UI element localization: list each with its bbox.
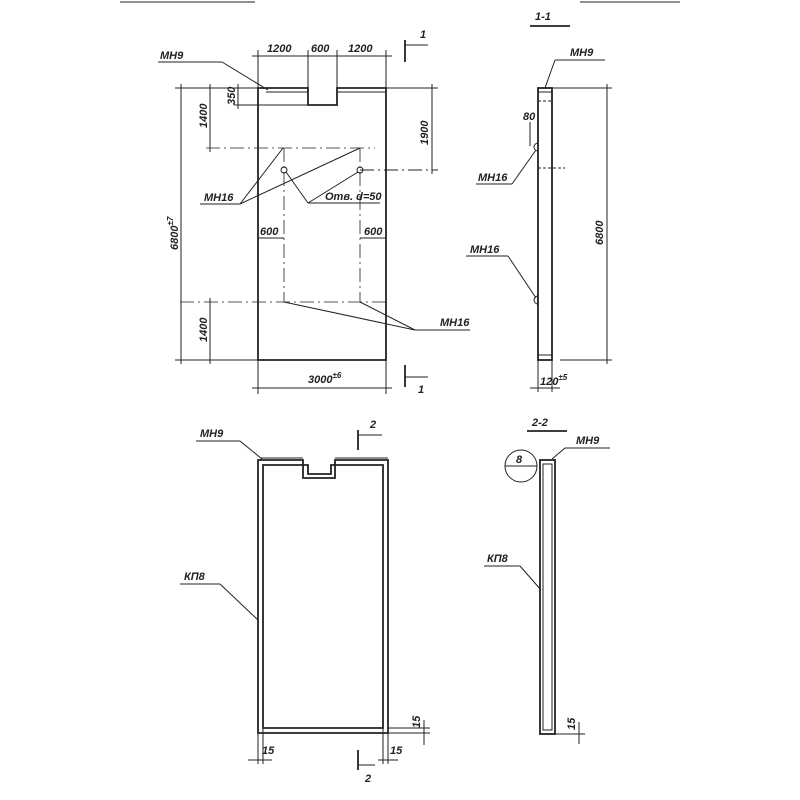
label-mn9: МН9 bbox=[160, 50, 184, 62]
mn16-loop-icon bbox=[533, 142, 539, 152]
section-2-2: 2-2 8 МН9 КП8 15 bbox=[484, 417, 610, 744]
dim-350: 350 bbox=[226, 86, 238, 105]
dim-1900: 1900 bbox=[419, 120, 431, 145]
section-mark-2-bottom-label: 2 bbox=[364, 773, 371, 785]
section-1-1-title: 1-1 bbox=[535, 11, 551, 23]
plan-view: 1200 600 1200 1 6800±7 1400 350 1400 190… bbox=[158, 29, 470, 396]
label-kp8: КП8 bbox=[184, 571, 206, 583]
dim-thickness: 120±5 bbox=[540, 373, 568, 388]
reinforcement-view: МН9 КП8 2 2 15 15 15 bbox=[180, 419, 430, 785]
mn16-loop-icon bbox=[533, 295, 539, 305]
label-hole: Отв. d=50 bbox=[325, 191, 382, 203]
dim-top-1: 1200 bbox=[267, 43, 292, 55]
label-mn16-upper: МН16 bbox=[204, 192, 234, 204]
dim-15-left: 15 bbox=[262, 745, 275, 757]
dim-top-2: 600 bbox=[311, 43, 330, 55]
section-mark-1-top-label: 1 bbox=[420, 29, 426, 41]
section-outline bbox=[539, 459, 556, 735]
callout-8: 8 bbox=[516, 454, 523, 466]
dim-upper-1400: 1400 bbox=[198, 103, 210, 128]
dim-600-left: 600 bbox=[260, 226, 279, 238]
dim-height: 6800 bbox=[594, 220, 606, 245]
section-1-1: 1-1 МН9 80 МН16 МН16 6800 120±5 bbox=[466, 11, 612, 392]
dim-top-3: 1200 bbox=[348, 43, 373, 55]
section-mark-2-top-label: 2 bbox=[369, 419, 376, 431]
section-2-2-title: 2-2 bbox=[531, 417, 548, 429]
dim-lower-1400: 1400 bbox=[198, 317, 210, 342]
label-kp8: КП8 bbox=[487, 553, 509, 565]
dim-15-bottom: 15 bbox=[411, 715, 423, 728]
dim-600-right: 600 bbox=[364, 226, 383, 238]
dim-80: 80 bbox=[523, 111, 536, 123]
kp8-cage-inner bbox=[262, 464, 384, 729]
label-mn9: МН9 bbox=[570, 47, 594, 59]
section-outline bbox=[537, 87, 553, 361]
dim-width: 3000±6 bbox=[308, 371, 342, 386]
section-mark-1-bottom-label: 1 bbox=[418, 384, 424, 396]
label-mn16-lower: МН16 bbox=[440, 317, 470, 329]
label-mn16-lower: МН16 bbox=[470, 244, 500, 256]
dim-15: 15 bbox=[566, 717, 578, 730]
dim-height: 6800±7 bbox=[166, 216, 181, 250]
dim-15-right: 15 bbox=[390, 745, 403, 757]
label-mn9: МН9 bbox=[576, 435, 600, 447]
label-mn9: МН9 bbox=[200, 428, 224, 440]
kp8-cage-outer bbox=[257, 459, 389, 734]
hole-icon bbox=[356, 166, 364, 174]
hole-icon bbox=[280, 166, 288, 174]
label-mn16-upper: МН16 bbox=[478, 172, 508, 184]
